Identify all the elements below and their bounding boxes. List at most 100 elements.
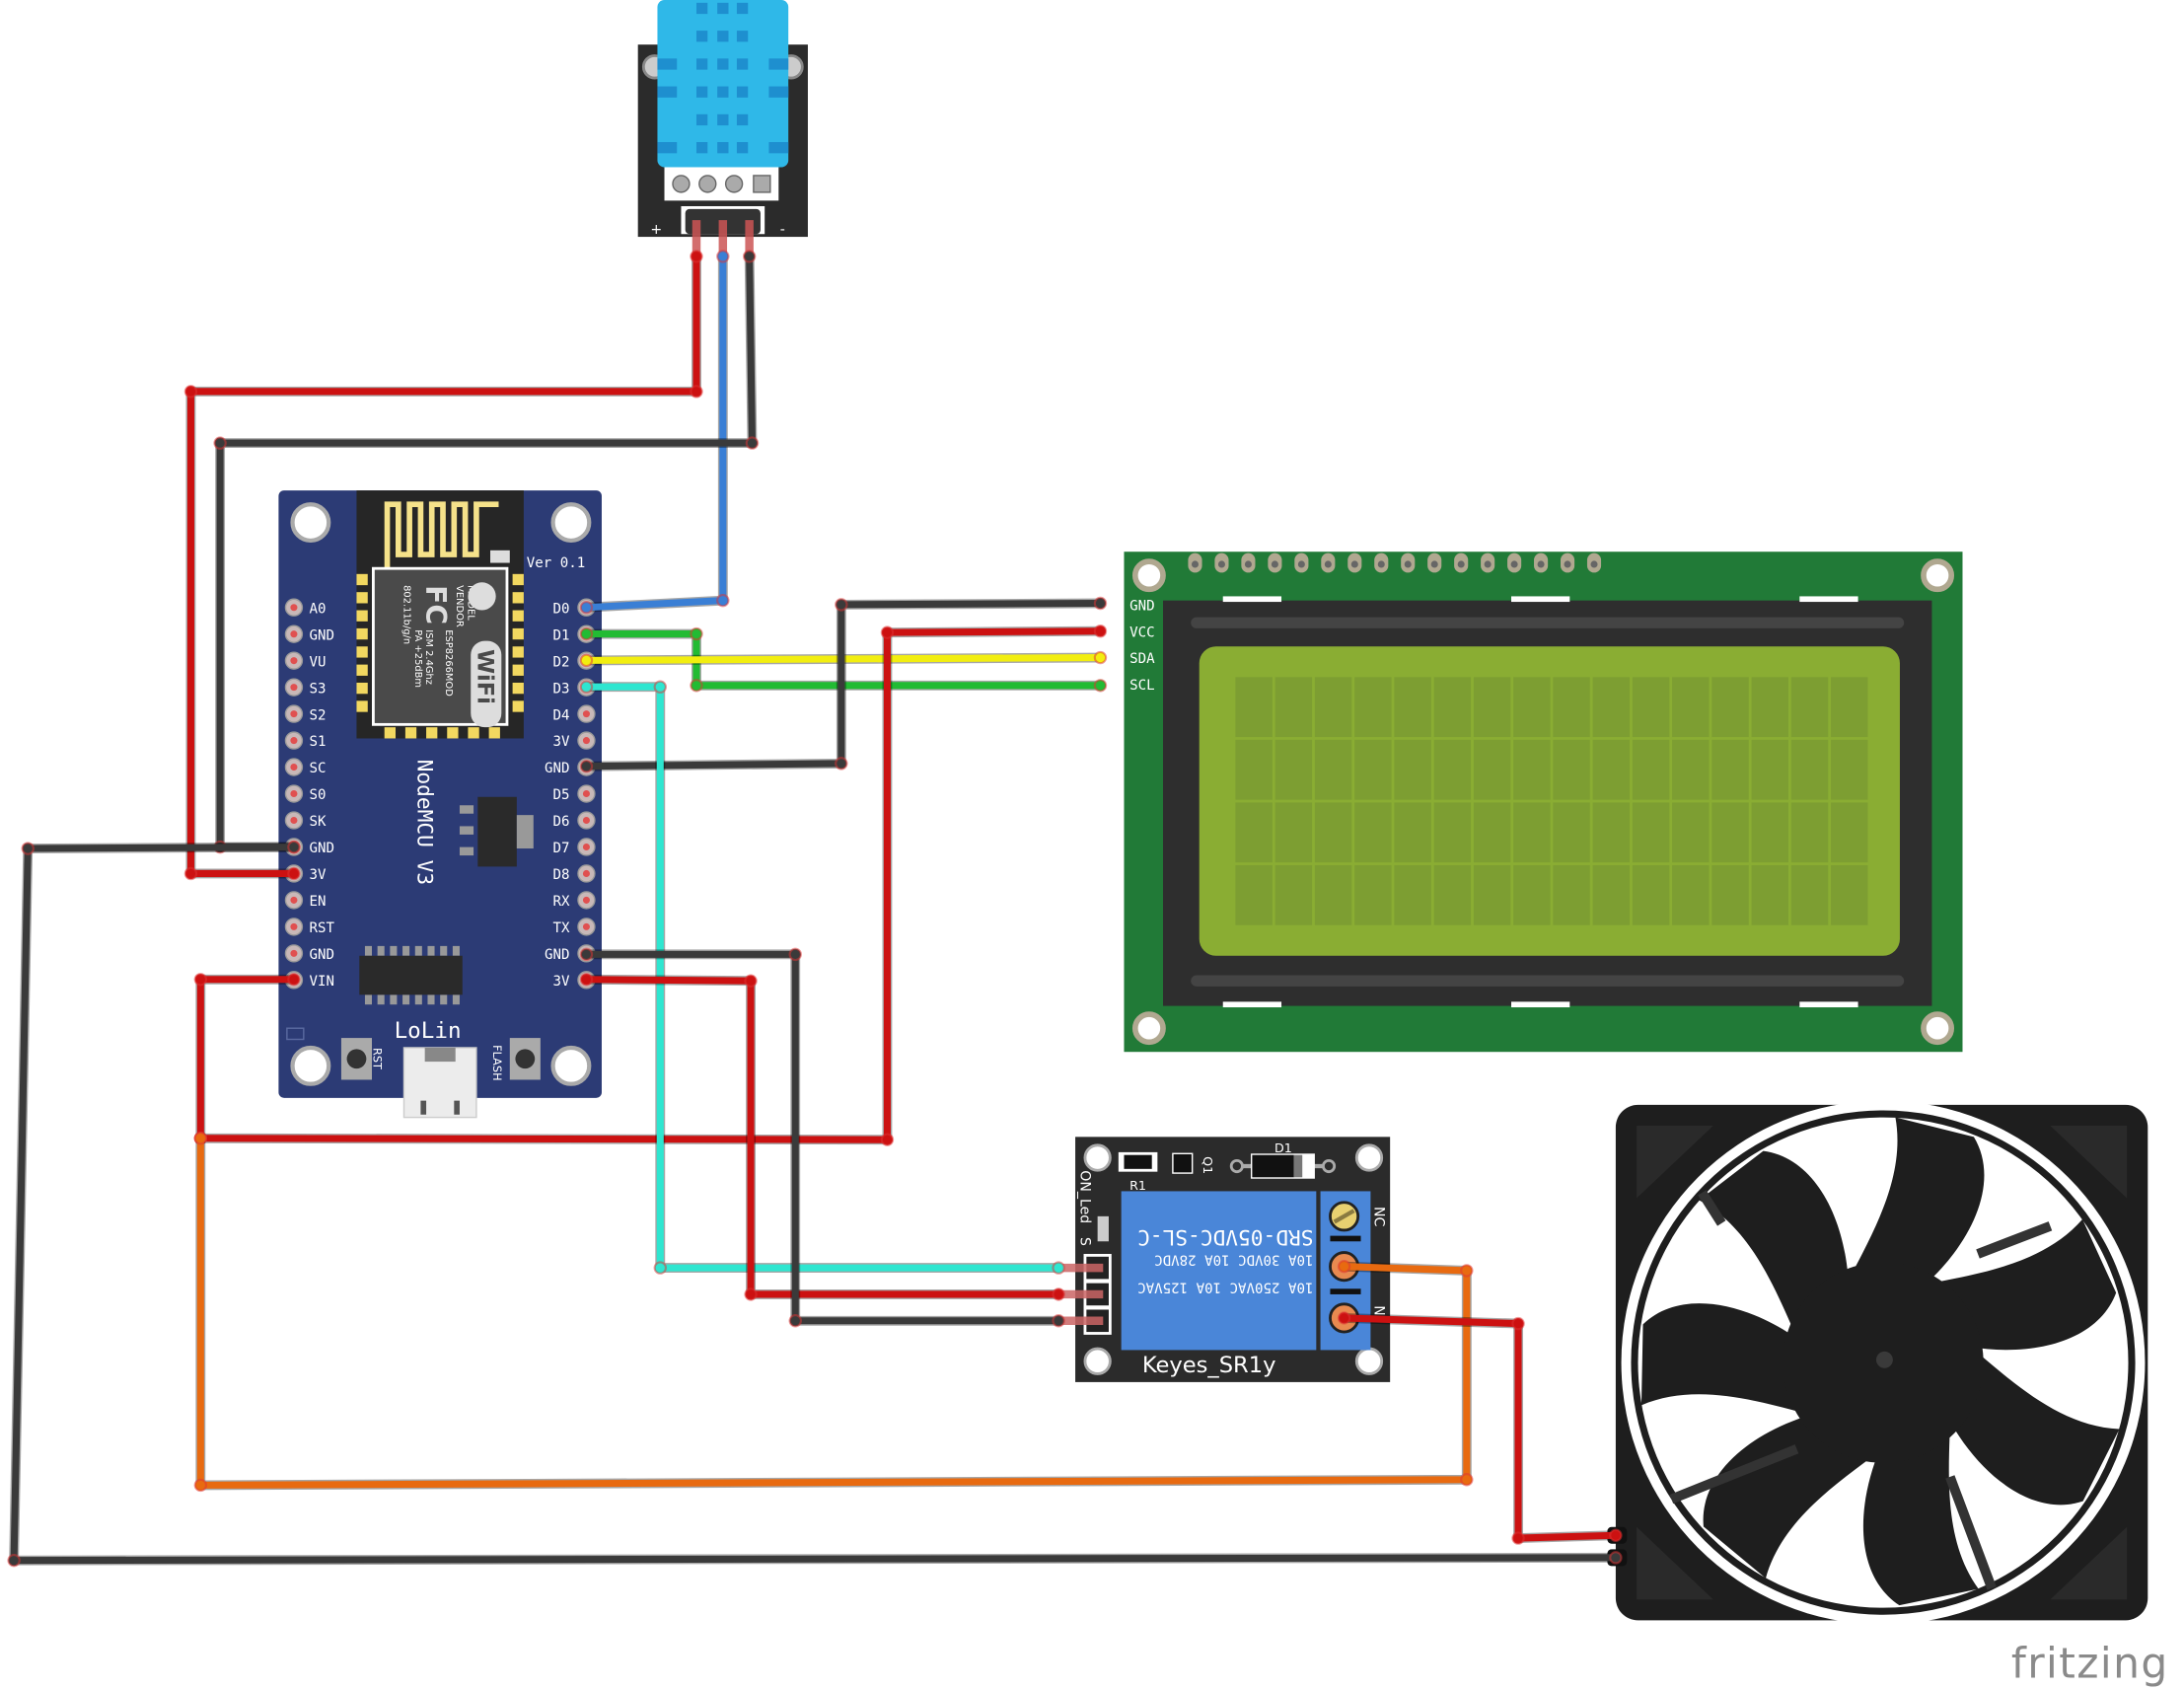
lcd-cell [1314, 802, 1352, 863]
pin-gnd[interactable] [284, 625, 304, 643]
pin-d6[interactable] [577, 811, 596, 830]
pin-en[interactable] [284, 891, 304, 910]
dht-sensor[interactable]: + - [637, 0, 808, 257]
lcd-cell [1751, 677, 1788, 738]
pin-label: S2 [309, 707, 326, 723]
lcd-cell [1354, 677, 1392, 738]
pin-label: D0 [553, 601, 570, 617]
lcd-cell [1314, 864, 1352, 925]
pin-label: RST [309, 920, 334, 936]
wire-3v-relay-vcc[interactable] [579, 973, 1065, 1301]
pin-sc[interactable] [284, 758, 304, 776]
no-label: N [1371, 1305, 1387, 1316]
transistor-q1 [1172, 1152, 1194, 1174]
pin-label: GND [309, 841, 333, 856]
pin-d4[interactable] [577, 704, 596, 723]
pin-a0[interactable] [284, 598, 304, 617]
lcd-cell [1831, 864, 1868, 925]
espressif-logo [468, 582, 496, 611]
pin-label: D2 [553, 654, 570, 670]
chip-text: ESP8266MOD [443, 629, 454, 697]
pin-s0[interactable] [284, 784, 304, 803]
terminal-nc[interactable] [1329, 1201, 1360, 1232]
dc-fan[interactable] [1607, 1100, 2148, 1625]
flash-button[interactable] [509, 1038, 541, 1080]
lcd-cell [1751, 739, 1788, 800]
lcd-cell [1751, 864, 1788, 925]
lcd-pin-gnd[interactable]: GND [1129, 599, 1154, 615]
pin-s1[interactable] [284, 731, 304, 750]
rst-button[interactable] [340, 1038, 373, 1080]
terminal-separator [1330, 1288, 1361, 1294]
pin-d8[interactable] [577, 864, 596, 883]
lcd-display[interactable]: GND VCC SDA SCL [1124, 551, 1963, 1053]
wifi-badge [471, 640, 502, 728]
wifi-logo: WiFi [472, 649, 497, 704]
lcd-pin-sda[interactable]: SDA [1129, 651, 1155, 667]
pin-gnd[interactable] [284, 944, 304, 963]
lcd-cell [1394, 739, 1431, 800]
lcd-header-pins [1188, 552, 1602, 573]
usb-serial-chip [359, 945, 463, 1005]
pin-s2[interactable] [284, 704, 304, 723]
lcd-cell [1473, 864, 1511, 925]
mount-hole [1921, 1011, 1955, 1046]
wire-gnd-fan[interactable] [7, 840, 1623, 1568]
pin-label: VIN [309, 974, 333, 990]
lcd-cell [1274, 802, 1313, 863]
q1-label: Q1 [1201, 1156, 1215, 1174]
version-label: Ver 0.1 [527, 555, 585, 571]
dht-body [657, 0, 789, 168]
lcd-cell [1314, 739, 1352, 800]
pin-d7[interactable] [577, 838, 596, 856]
wire-relay-no-fan[interactable] [1337, 1311, 1623, 1545]
lcd-cell [1274, 739, 1313, 800]
lcd-cell [1473, 802, 1511, 863]
antenna-trace [384, 501, 499, 572]
mount-hole [1921, 558, 1955, 593]
wire-dht-vcc[interactable] [183, 250, 703, 881]
mount-hole [290, 502, 331, 544]
pin-rx[interactable] [577, 891, 596, 910]
pin-label: D6 [553, 814, 570, 830]
pin-label: S3 [309, 681, 326, 697]
pin-3v[interactable] [577, 731, 596, 750]
nodemcu-board[interactable]: FC MODEL VENDOR 802.11b/g/n PA +25dBm IS… [278, 490, 602, 1119]
lcd-cell [1592, 802, 1631, 863]
pin-sk[interactable] [284, 811, 304, 830]
pin-s3[interactable] [284, 678, 304, 697]
dht-plus-label: + [650, 222, 662, 238]
wire-vin-relay-com[interactable] [193, 1132, 1474, 1493]
mount-hole [1354, 1347, 1384, 1375]
wire-gnd-lcd[interactable] [579, 596, 1108, 773]
wire-gnd-relay[interactable] [579, 947, 1065, 1328]
fan-axle [1875, 1351, 1893, 1368]
lcd-cell [1235, 864, 1273, 925]
pin-label: D5 [553, 787, 570, 803]
lcd-cell [1235, 739, 1273, 800]
lcd-cell [1831, 802, 1868, 863]
relay-module[interactable]: R1 Q1 D1 ON_Led S - SRD-05VDC-SL-C 10A 3… [1058, 1137, 1391, 1382]
lcd-pin-scl[interactable]: SCL [1129, 678, 1154, 694]
lcd-pin-vcc[interactable]: VCC [1129, 625, 1154, 640]
wire-dht-data[interactable] [579, 250, 730, 615]
mount-hole [550, 1045, 592, 1086]
pin-rst[interactable] [284, 918, 304, 936]
pin-label: D4 [553, 707, 570, 723]
pin-d5[interactable] [577, 784, 596, 803]
lcd-cell [1235, 677, 1273, 738]
pin-label: 3V [553, 974, 570, 990]
pin-vu[interactable] [284, 651, 304, 670]
flash-label: FLASH [490, 1045, 503, 1080]
lcd-cell [1711, 739, 1749, 800]
lcd-cell [1354, 739, 1392, 800]
relay-rating-2: 10A 250VAC 10A 125VAC [1137, 1280, 1313, 1295]
lcd-cell [1790, 739, 1829, 800]
vendor-text: VENDOR [454, 585, 465, 627]
micro-usb-port[interactable] [402, 1047, 477, 1119]
pin-label: 3V [553, 734, 570, 750]
pin-label: GND [545, 761, 569, 776]
lcd-cell [1790, 802, 1829, 863]
pin-tx[interactable] [577, 918, 596, 936]
lcd-cell [1672, 677, 1710, 738]
